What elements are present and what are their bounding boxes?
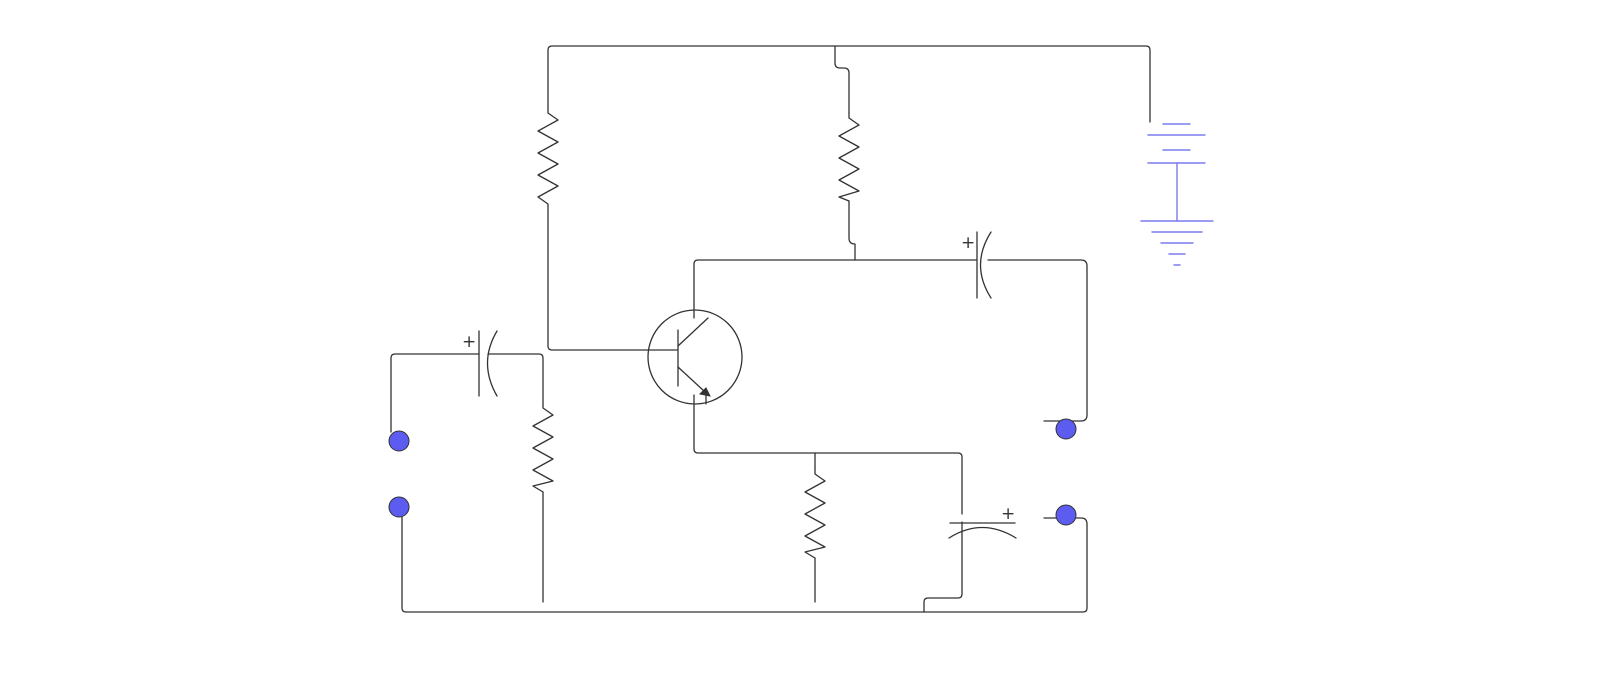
battery-ground-symbol bbox=[1140, 123, 1214, 266]
transistor-emitter-lead bbox=[677, 366, 705, 392]
capacitor-output-plus-label: + bbox=[961, 233, 975, 253]
resistor-collector bbox=[838, 112, 860, 202]
resistor-bias-top bbox=[537, 107, 559, 207]
resistor-emitter bbox=[804, 468, 826, 559]
capacitor-output-plate-curved bbox=[979, 231, 992, 299]
terminal-input-top[interactable] bbox=[388, 430, 410, 452]
wire-input-top bbox=[390, 353, 480, 433]
capacitor-bypass: + bbox=[948, 504, 1017, 539]
wire-output-top bbox=[987, 259, 1088, 422]
capacitor-output: + bbox=[961, 231, 992, 299]
transistor-body-circle bbox=[647, 309, 743, 405]
transistor-emitter-arrow bbox=[698, 387, 711, 397]
transistor-collector-lead bbox=[677, 317, 709, 347]
capacitor-bypass-plus-label: + bbox=[1001, 504, 1015, 524]
wires bbox=[390, 45, 1151, 613]
wire-collector-line bbox=[693, 259, 978, 319]
capacitor-input: + bbox=[462, 330, 498, 397]
wire-ground-rail bbox=[401, 507, 1088, 613]
wire-emitter-line bbox=[693, 394, 963, 515]
wire-collector-node bbox=[848, 200, 856, 261]
terminal-output-top[interactable] bbox=[1055, 418, 1077, 440]
terminal-output-bottom[interactable] bbox=[1055, 504, 1077, 526]
wire-bypass-ground bbox=[923, 521, 963, 613]
capacitor-bypass-plate-curved bbox=[948, 526, 1017, 539]
wire-collector-feed bbox=[834, 45, 850, 114]
terminal-input-bottom[interactable] bbox=[388, 496, 410, 518]
wire-base-bias bbox=[547, 205, 678, 351]
wire-top-rail bbox=[547, 45, 1151, 123]
wire-input-cap-out bbox=[487, 353, 544, 405]
npn-transistor bbox=[647, 309, 743, 405]
capacitor-input-plus-label: + bbox=[462, 332, 476, 352]
resistor-bias-bottom bbox=[532, 403, 554, 493]
capacitor-input-plate-curved bbox=[486, 330, 498, 397]
